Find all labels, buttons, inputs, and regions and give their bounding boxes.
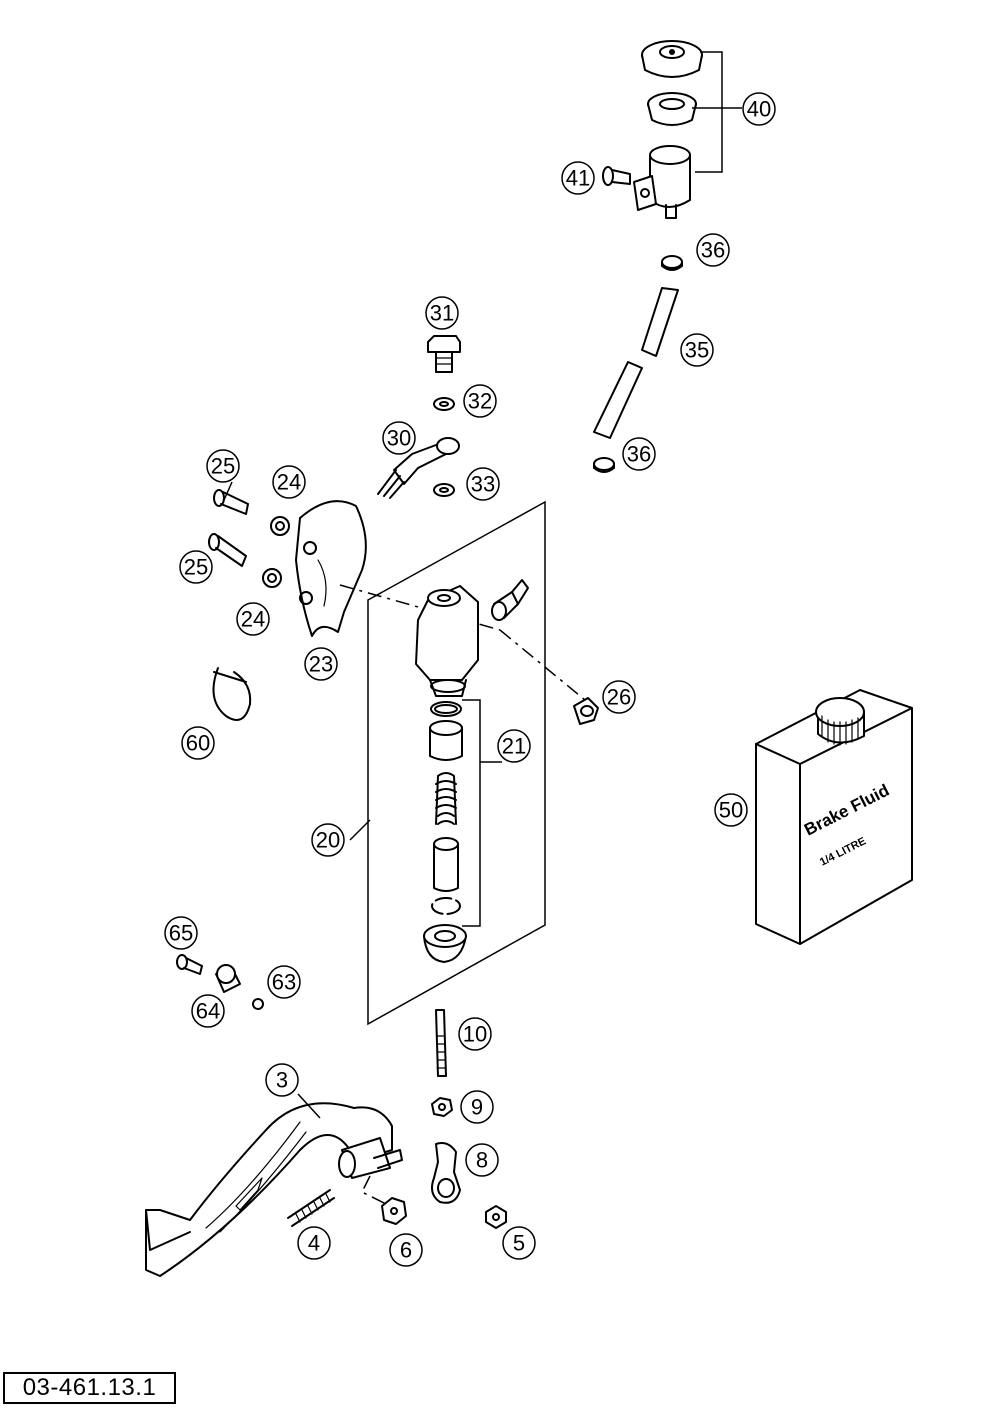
callout-6: 6 <box>389 1233 423 1267</box>
svg-text:25: 25 <box>211 454 235 479</box>
svg-text:24: 24 <box>241 607 265 632</box>
callout-9: 9 <box>460 1090 494 1124</box>
bushing-screw <box>176 954 203 975</box>
reservoir-diaphragm <box>647 92 697 126</box>
callout-64: 64 <box>191 994 225 1028</box>
callout-26: 26 <box>602 680 636 714</box>
callout-36-top: 36 <box>696 233 730 267</box>
banjo-bolt <box>427 335 461 373</box>
sealing-washer-lower <box>433 483 455 497</box>
callout-8: 8 <box>465 1143 499 1177</box>
callout-36-bottom: 36 <box>622 437 656 471</box>
svg-text:21: 21 <box>502 734 526 759</box>
cap-nut <box>573 697 599 725</box>
callout-33: 33 <box>466 467 500 501</box>
svg-text:9: 9 <box>471 1095 483 1120</box>
callout-25-lower: 25 <box>179 550 213 584</box>
hex-nut <box>485 1205 507 1229</box>
hose-nipple <box>491 579 529 621</box>
svg-text:4: 4 <box>308 1231 320 1256</box>
master-cylinder-body <box>415 585 479 697</box>
lock-nut <box>431 1097 453 1117</box>
svg-text:20: 20 <box>316 828 340 853</box>
svg-text:5: 5 <box>513 1231 525 1256</box>
svg-text:23: 23 <box>309 652 333 677</box>
svg-text:40: 40 <box>747 97 771 122</box>
callout-60: 60 <box>181 726 215 760</box>
brake-hose <box>593 287 679 439</box>
bushing <box>215 964 241 993</box>
callout-30: 30 <box>382 421 416 455</box>
callout-20: 20 <box>311 823 345 857</box>
hose-clamp-bottom <box>593 457 615 473</box>
callout-5: 5 <box>502 1226 536 1260</box>
push-rod <box>435 1009 447 1077</box>
brake-fluid-container: Brake Fluid 1/4 LITRE <box>755 689 913 945</box>
callout-10: 10 <box>458 1017 492 1051</box>
callout-50: 50 <box>714 793 748 827</box>
callout-31: 31 <box>425 296 459 330</box>
heat-guard <box>295 500 367 637</box>
spacer-lower <box>262 568 282 588</box>
svg-text:6: 6 <box>400 1238 412 1263</box>
clevis <box>431 1142 461 1204</box>
svg-text:3: 3 <box>276 1068 288 1093</box>
small-washer <box>252 998 264 1010</box>
document-number: 03-461.13.1 <box>3 1372 176 1404</box>
master-cylinder-kit-frame <box>367 500 546 1026</box>
svg-text:26: 26 <box>607 685 631 710</box>
svg-text:8: 8 <box>476 1148 488 1173</box>
banjo-fitting <box>377 437 460 499</box>
svg-text:64: 64 <box>196 999 220 1024</box>
svg-text:60: 60 <box>186 731 210 756</box>
hose-clamp-top <box>661 255 683 271</box>
callout-3: 3 <box>265 1063 299 1097</box>
dust-boot <box>423 924 467 963</box>
svg-text:65: 65 <box>169 921 193 946</box>
svg-text:10: 10 <box>463 1022 487 1047</box>
svg-text:31: 31 <box>430 301 454 326</box>
cable-tie <box>212 667 252 721</box>
callout-40: 40 <box>742 92 776 126</box>
bolt-upper <box>213 489 249 515</box>
callout-25-upper: 25 <box>206 449 240 483</box>
sleeve <box>429 720 463 761</box>
callout-23: 23 <box>304 647 338 681</box>
bolt-lower <box>208 533 247 567</box>
svg-text:63: 63 <box>272 970 296 995</box>
svg-text:33: 33 <box>471 472 495 497</box>
svg-text:35: 35 <box>685 338 709 363</box>
callout-24-upper: 24 <box>272 465 306 499</box>
svg-text:36: 36 <box>627 442 651 467</box>
brake-pedal <box>145 1102 403 1277</box>
svg-text:30: 30 <box>387 426 411 451</box>
callout-4: 4 <box>297 1226 331 1260</box>
circlip <box>431 897 461 915</box>
callout-21: 21 <box>497 729 531 763</box>
svg-text:50: 50 <box>719 798 743 823</box>
reservoir-cap <box>641 40 703 78</box>
sealing-washer-upper <box>433 397 455 411</box>
pedal-nut <box>381 1197 407 1225</box>
svg-text:25: 25 <box>184 555 208 580</box>
callout-41: 41 <box>561 161 595 195</box>
piston <box>433 837 459 892</box>
svg-text:24: 24 <box>277 470 301 495</box>
return-spring <box>287 1189 335 1227</box>
callout-32: 32 <box>463 384 497 418</box>
spacer-upper <box>270 516 290 536</box>
callout-35: 35 <box>680 333 714 367</box>
reservoir-body <box>633 145 691 219</box>
callout-65: 65 <box>164 916 198 950</box>
callout-24-lower: 24 <box>236 602 270 636</box>
reservoir-screw <box>602 166 631 186</box>
callout-63: 63 <box>267 965 301 999</box>
o-ring <box>430 701 462 717</box>
svg-text:32: 32 <box>468 389 492 414</box>
svg-text:41: 41 <box>566 166 590 191</box>
svg-text:36: 36 <box>701 238 725 263</box>
spring <box>435 772 457 825</box>
